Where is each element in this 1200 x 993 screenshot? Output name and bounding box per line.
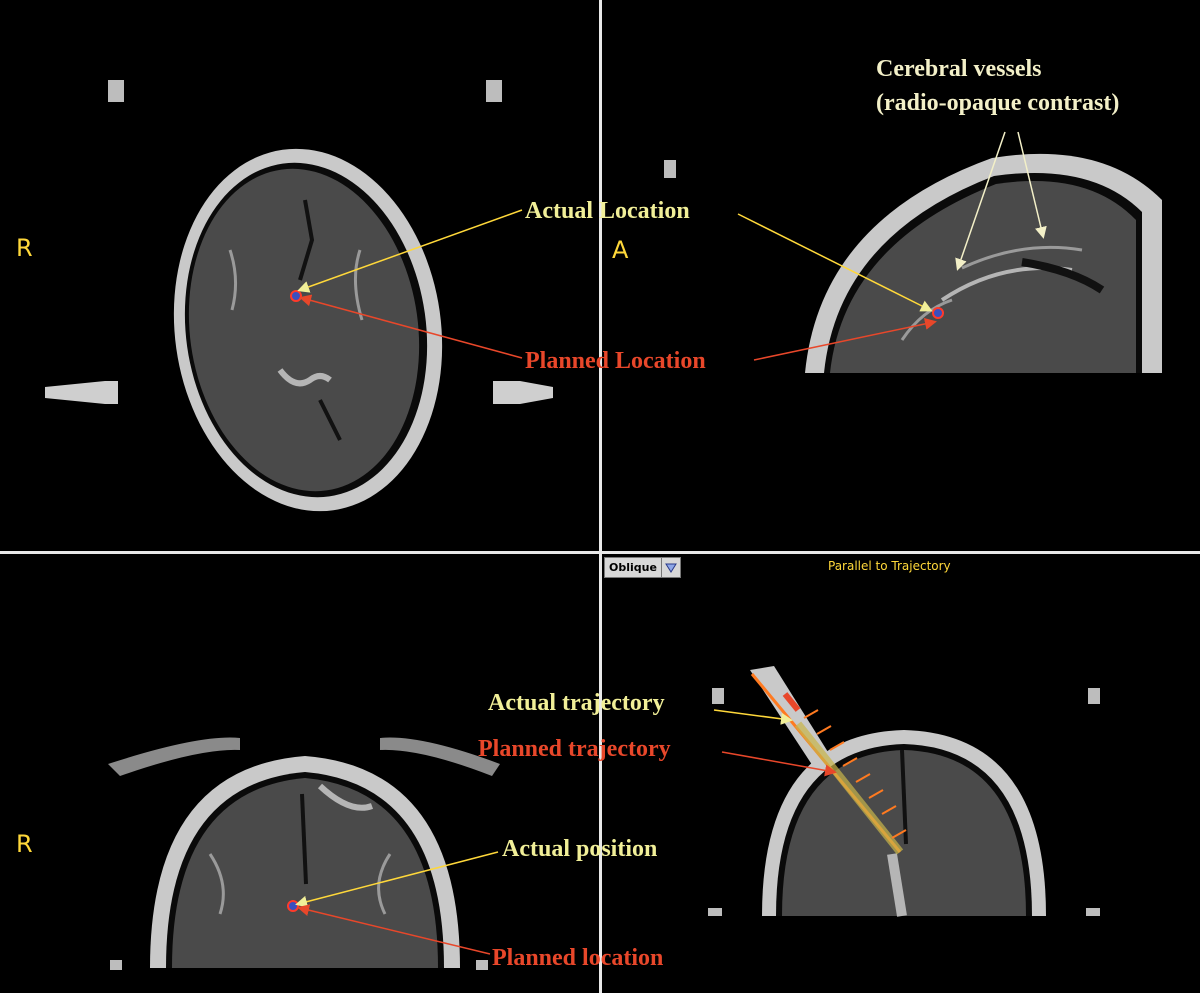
view-mode-select[interactable]: Oblique: [604, 557, 681, 578]
planned-trajectory-label: Planned trajectory: [478, 736, 671, 762]
coronal-view-pane[interactable]: R: [0, 554, 599, 993]
triangle-down-icon[interactable]: [661, 557, 681, 578]
vertical-divider: [599, 0, 602, 993]
actual-trajectory-label: Actual trajectory: [488, 690, 665, 716]
planned-location-label: Planned Location: [525, 348, 706, 374]
sagittal-orientation-label: A: [612, 236, 629, 264]
horizontal-divider: [0, 551, 1200, 554]
actual-location-label: Actual Location: [525, 198, 690, 224]
oblique-view-title: Parallel to Trajectory: [828, 559, 951, 573]
oblique-view-pane[interactable]: [602, 554, 1200, 993]
axial-orientation-label: R: [16, 234, 33, 262]
coronal-orientation-label: R: [16, 830, 33, 858]
cerebral-vessels-label-line2: (radio-opaque contrast): [876, 90, 1120, 116]
view-mode-label[interactable]: Oblique: [604, 557, 662, 578]
coronal-ct-image: [108, 737, 500, 970]
oblique-ct-image: [708, 666, 1100, 917]
axial-ct-image: [45, 80, 553, 512]
axial-view-pane[interactable]: R: [0, 0, 599, 551]
planned-location-coronal-label: Planned location: [492, 945, 664, 971]
actual-position-label: Actual position: [502, 836, 658, 862]
cerebral-vessels-label-line1: Cerebral vessels: [876, 56, 1042, 82]
